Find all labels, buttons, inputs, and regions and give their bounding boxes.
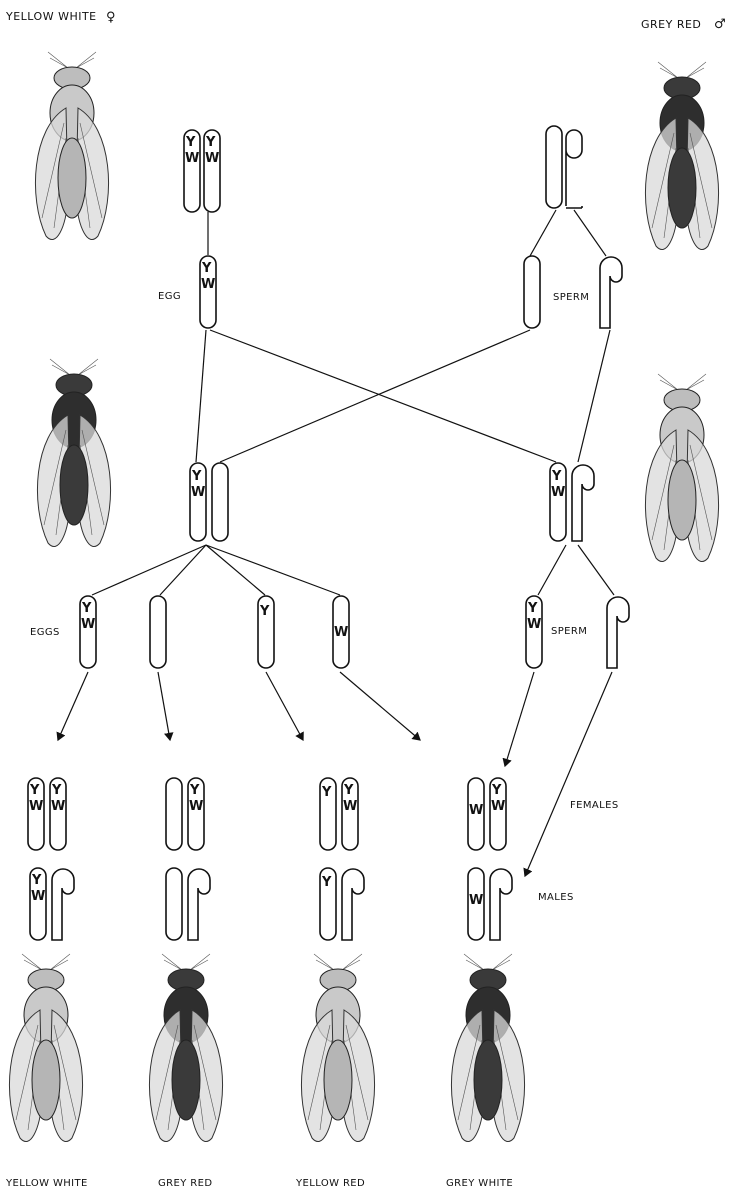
svg-text:W: W [343, 799, 357, 814]
sperm-f1-label: SPERM [551, 626, 587, 637]
sperm-x-chromosome [524, 256, 540, 328]
males-label: MALES [538, 892, 574, 903]
svg-text:W: W [469, 803, 483, 818]
svg-text:Y: Y [189, 783, 200, 798]
svg-text:W: W [51, 799, 65, 814]
svg-text:W: W [527, 617, 541, 632]
offspring-female-4: W YW [468, 778, 506, 850]
svg-text:W: W [29, 799, 43, 814]
fly-offspring-grey-red [149, 954, 222, 1142]
offspring-male-1: YW [30, 868, 74, 940]
svg-text:Y: Y [81, 601, 92, 616]
sperm-y-chromosome [600, 257, 622, 328]
svg-text:Y: Y [551, 469, 562, 484]
egg-y: Y [258, 596, 274, 668]
female-symbol: ♀ [106, 10, 116, 25]
eggs-label: EGGS [30, 627, 60, 638]
parent-male-label: GREY RED [641, 18, 701, 31]
svg-text:Y: Y [527, 601, 538, 616]
sperm-y-f1 [607, 597, 629, 668]
sperm-label: SPERM [553, 292, 589, 303]
egg-plain [150, 596, 166, 668]
fly-offspring-yellow-white [9, 954, 82, 1142]
f1-female-chromosomes: YW [190, 463, 228, 541]
svg-text:W: W [185, 151, 199, 166]
svg-text:W: W [334, 625, 348, 640]
egg-label: EGG [158, 291, 181, 302]
svg-text:W: W [551, 485, 565, 500]
offspring-label-4: GREY WHITE [446, 1178, 513, 1189]
svg-text:Y: Y [51, 783, 62, 798]
sperm-yw: YW [526, 596, 542, 668]
egg-yw: YW [80, 596, 96, 668]
svg-text:W: W [201, 277, 215, 292]
offspring-female-3: Y YW [320, 778, 358, 850]
egg-w: W [333, 596, 349, 668]
svg-text:Y: Y [205, 135, 216, 150]
svg-text:Y: Y [201, 261, 212, 276]
fly-f1-female [37, 359, 110, 547]
fly-f1-male [645, 374, 718, 562]
fly-offspring-yellow-red [301, 954, 374, 1142]
offspring-label-1: YELLOW WHITE [5, 1178, 88, 1189]
svg-text:W: W [81, 617, 95, 632]
svg-text:W: W [469, 893, 483, 908]
svg-text:Y: Y [343, 783, 354, 798]
fly-parent-male [645, 62, 718, 250]
svg-text:W: W [491, 799, 505, 814]
svg-text:W: W [191, 485, 205, 500]
svg-text:Y: Y [29, 783, 40, 798]
svg-text:Y: Y [259, 604, 270, 619]
svg-text:Y: Y [185, 135, 196, 150]
fly-offspring-grey-white [451, 954, 524, 1142]
parent-male-chromosomes [546, 126, 582, 208]
svg-text:W: W [189, 799, 203, 814]
male-symbol: ♂ [714, 17, 726, 32]
svg-text:Y: Y [321, 875, 332, 890]
offspring-male-4: W [468, 868, 512, 940]
fly-parent-female [35, 52, 108, 240]
svg-text:Y: Y [491, 783, 502, 798]
parent-female-label: YELLOW WHITE [5, 10, 97, 23]
parent-female-chromosomes: YW YW [184, 130, 220, 212]
svg-text:W: W [205, 151, 219, 166]
svg-text:Y: Y [191, 469, 202, 484]
svg-text:W: W [31, 889, 45, 904]
svg-text:Y: Y [321, 785, 332, 800]
offspring-label-3: YELLOW RED [295, 1178, 365, 1189]
females-label: FEMALES [570, 800, 619, 811]
offspring-male-2 [166, 868, 210, 940]
offspring-label-2: GREY RED [158, 1178, 212, 1189]
svg-text:Y: Y [31, 873, 42, 888]
offspring-female-2: YW [166, 778, 204, 850]
offspring-female-1: YW YW [28, 778, 66, 850]
f1-male-chromosomes: YW [550, 463, 594, 541]
offspring-male-3: Y [320, 868, 364, 940]
